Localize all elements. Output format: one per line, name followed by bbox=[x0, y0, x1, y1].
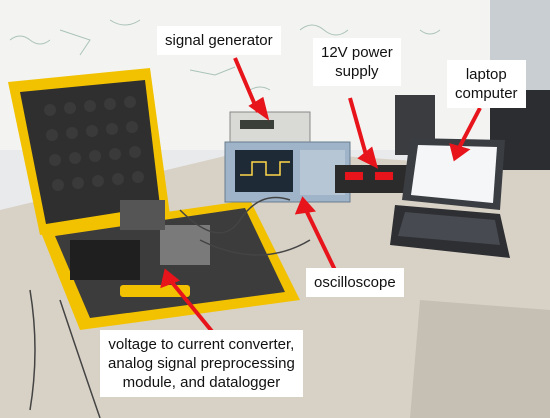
label-oscilloscope: oscilloscope bbox=[306, 268, 404, 297]
label-converter-line2: analog signal preprocessing bbox=[108, 355, 295, 372]
label-oscilloscope-text: oscilloscope bbox=[314, 274, 396, 291]
arrow-converter bbox=[168, 278, 217, 337]
case-handles bbox=[120, 285, 190, 297]
laptop-screen bbox=[411, 145, 497, 203]
label-converter-line3: module, and datalogger bbox=[122, 374, 281, 391]
label-laptop-line1: laptop bbox=[465, 66, 507, 83]
converter-module bbox=[160, 225, 210, 265]
desk-drawer bbox=[410, 300, 550, 418]
oscilloscope-screen bbox=[235, 150, 293, 192]
cables bbox=[29, 196, 311, 418]
foam-texture bbox=[44, 96, 144, 191]
arrow-power-supply bbox=[348, 97, 370, 163]
label-converter: voltage to current converter, analog sig… bbox=[100, 330, 303, 397]
label-signal-generator-text: signal generator bbox=[165, 32, 273, 49]
arrow-oscilloscope bbox=[303, 207, 337, 271]
preprocessing-module bbox=[120, 200, 165, 230]
label-power-supply-line2: supply bbox=[335, 63, 379, 80]
laptop-keyboard bbox=[398, 212, 500, 245]
datalogger-board bbox=[70, 240, 140, 280]
arrow-laptop bbox=[456, 107, 482, 151]
label-power-supply: 12V power supply bbox=[313, 38, 401, 86]
power-supply-display-2 bbox=[375, 172, 393, 180]
label-converter-line1: voltage to current converter, bbox=[108, 336, 295, 353]
label-laptop: laptop computer bbox=[447, 60, 526, 108]
arrow-converter-head bbox=[160, 268, 180, 289]
label-laptop-line2: computer bbox=[455, 85, 518, 102]
oscilloscope-trace bbox=[240, 161, 290, 176]
arrow-oscilloscope-head bbox=[294, 196, 316, 215]
label-signal-generator: signal generator bbox=[157, 26, 281, 55]
signal-generator-display bbox=[240, 120, 274, 129]
power-supply-display-1 bbox=[345, 172, 363, 180]
annotation-arrows bbox=[160, 57, 482, 337]
arrow-signal-generator-head bbox=[248, 96, 270, 121]
arrow-laptop-head bbox=[449, 143, 471, 162]
arrow-power-supply-head bbox=[357, 146, 379, 169]
label-power-supply-line1: 12V power bbox=[321, 44, 393, 61]
